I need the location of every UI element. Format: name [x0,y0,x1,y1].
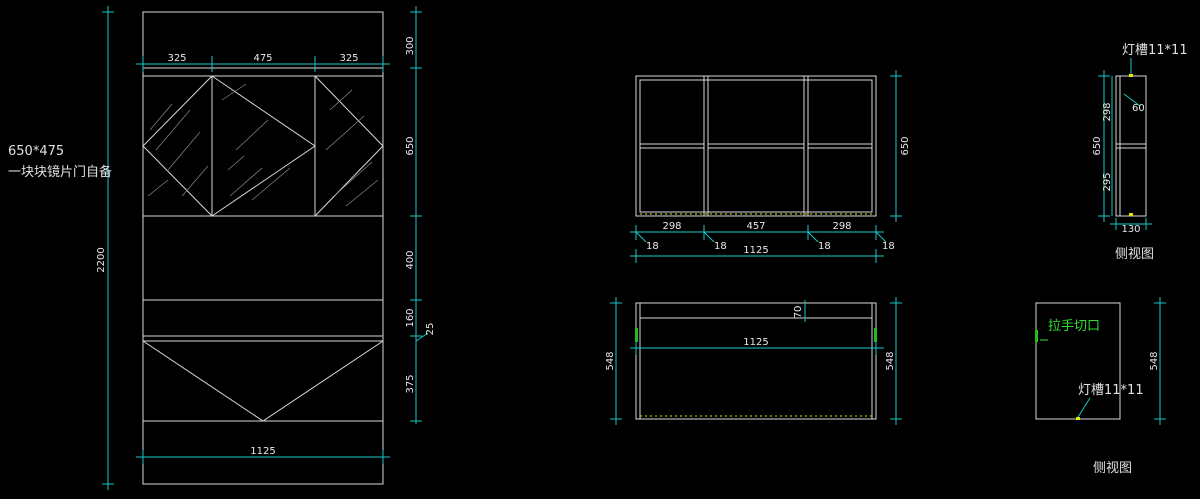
cabinet-outline [635,75,877,217]
dim-bay-left: 298 [662,221,681,232]
dim-right-375: 375 [405,374,416,393]
dim-right-160: 160 [405,308,416,327]
side-plan-caption: 侧视图 [1093,461,1132,476]
cabinet-front-dimensions: 298 457 298 18 18 18 18 1125 650 [630,70,911,263]
cabinet-front-view [635,75,877,217]
dim-panel-2: 18 [714,241,727,252]
mirror-diamond-right [314,75,384,217]
dim-side-upper: 298 [1102,102,1113,121]
dim-small-25: 25 [425,323,436,336]
dim-overall-height: 2200 [96,247,107,272]
dim-plan-depth-left: 548 [605,351,616,370]
dim-top-center: 475 [253,53,272,64]
cabinet-plan-view [635,302,877,420]
handle-cutout-note: 拉手切口 [1048,319,1100,334]
dim-plan-width: 1125 [743,337,768,348]
dim-top-left: 325 [167,53,186,64]
dim-cabinet-width: 1125 [743,245,768,256]
dim-plan-depth-right: 548 [885,351,896,370]
dim-bay-center: 457 [746,221,765,232]
mirror-diamond-left [142,75,213,217]
dim-side-shelf: 60 [1132,103,1145,114]
dim-top-right: 325 [339,53,358,64]
light-slot-note-bottom: 灯槽11*11 [1078,383,1144,398]
dim-side-plan-depth: 548 [1149,351,1160,370]
plan-outline [635,302,877,420]
dim-right-400: 400 [405,250,416,269]
dim-right-300: 300 [405,36,416,55]
light-slot-note-top: 灯槽11*11 [1122,43,1188,58]
side-small-dimensions: 灯槽11*11 650 298 295 60 130 侧视图 [1092,43,1188,262]
side-plan-view [1035,302,1121,420]
cabinet-plan-dimensions: 1125 70 548 548 [605,297,902,425]
side-small-caption: 侧视图 [1115,247,1154,262]
dim-side-width: 130 [1121,224,1140,235]
dim-cabinet-height: 650 [900,136,911,155]
front-dimensions: 325 475 325 300 650 400 160 375 25 2200 … [96,6,436,490]
dim-panel-3: 18 [818,241,831,252]
mirror-note-text: 一块块镜片门自备 [8,164,112,180]
mirror-note-size: 650*475 [8,144,64,159]
dim-side-height: 650 [1092,136,1103,155]
dim-right-650: 650 [405,136,416,155]
mirror-triangle-center [211,75,316,217]
dim-side-lower: 295 [1102,172,1113,191]
dim-plan-offset: 70 [793,306,804,319]
side-small-view [1115,58,1147,217]
front-outline [142,11,384,485]
side-plan-dimensions: 拉手切口 灯槽11*11 548 侧视图 [1048,297,1166,476]
bottom-v-panel [142,340,384,422]
dim-bottom-width: 1125 [250,446,275,457]
dim-bay-right: 298 [832,221,851,232]
dim-panel-4: 18 [882,241,895,252]
dim-panel-1: 18 [646,241,659,252]
front-elevation [142,11,384,485]
